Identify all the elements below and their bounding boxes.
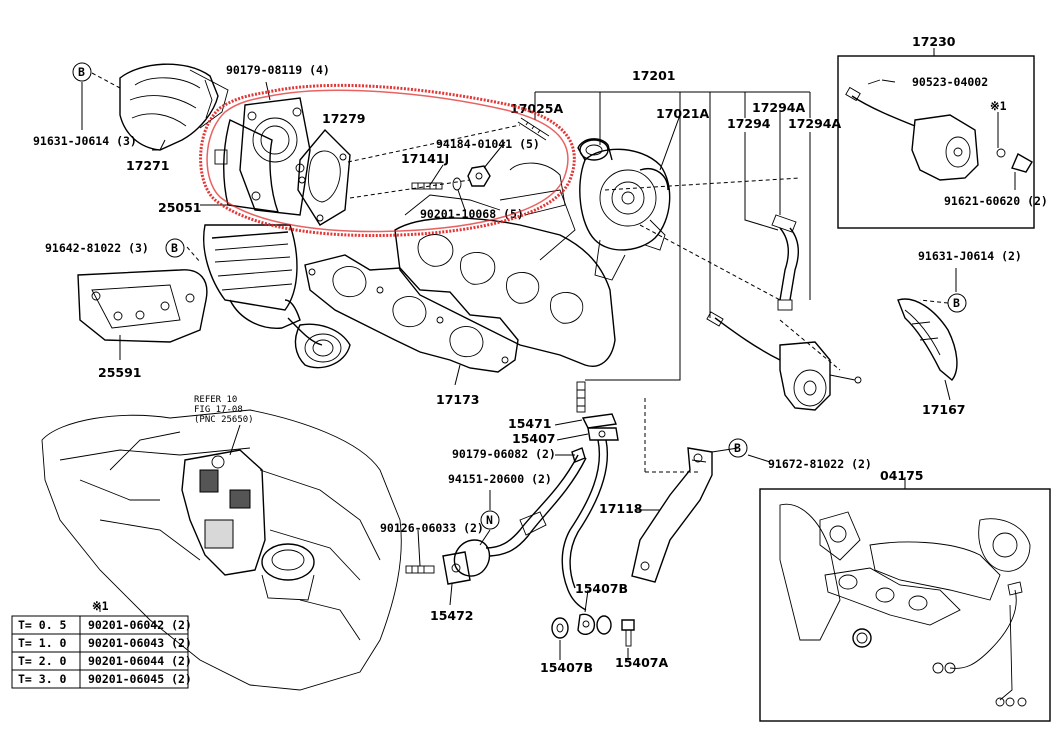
nut-94184	[467, 165, 491, 187]
label-note-1: ※1	[990, 99, 1007, 113]
label-90126-06033: 90126-06033 (2)	[380, 521, 484, 535]
manifold-stay-17118	[631, 447, 713, 583]
label-15472: 15472	[430, 608, 474, 623]
label-refer-3: (PNC 25650)	[194, 415, 254, 425]
svg-text:B: B	[734, 441, 741, 455]
label-25591: 25591	[98, 365, 142, 380]
label-15407b-2: 15407B	[540, 660, 593, 675]
ref-circle-b-3: B	[947, 293, 967, 313]
svg-text:B: B	[78, 65, 85, 79]
catalytic-converter	[203, 224, 351, 369]
shim-row-2-thickness: T= 1. 0	[18, 636, 67, 650]
fittings-15407	[551, 613, 635, 647]
label-17294: 17294	[727, 116, 771, 131]
label-15407: 15407	[512, 431, 556, 446]
label-17271: 17271	[126, 158, 170, 173]
shim-row-2-part: 90201-06043 (2)	[88, 636, 192, 650]
heat-insulator-17167	[897, 298, 958, 381]
label-91631-j0614-2: 91631-J0614 (2)	[918, 249, 1022, 263]
wastegate-actuator	[706, 311, 862, 411]
shim-row-3-thickness: T= 2. 0	[18, 654, 67, 668]
reference-markers: B B B B N	[72, 62, 967, 530]
egr-valve-25650	[181, 449, 315, 601]
label-17167: 17167	[922, 402, 966, 417]
label-94184-01041: 94184-01041 (5)	[436, 137, 540, 151]
shim-row-3-part: 90201-06044 (2)	[88, 654, 192, 668]
label-91631-j0614-3: 91631-J0614 (3)	[33, 134, 137, 148]
label-17230: 17230	[912, 34, 956, 49]
label-17294a-1: 17294A	[752, 100, 805, 115]
gasket-17173	[304, 254, 519, 373]
stud-17141j	[411, 182, 443, 190]
exhaust-manifold	[394, 162, 616, 367]
label-17279: 17279	[322, 111, 366, 126]
stud-17025a	[517, 117, 550, 141]
ref-circle-b-2: B	[165, 238, 185, 258]
label-90179-08119: 90179-08119 (4)	[226, 63, 330, 77]
gasket-17279	[297, 128, 351, 226]
label-90523-04002: 90523-04002	[912, 75, 988, 89]
ref-circle-b-4: B	[728, 438, 748, 458]
svg-text:N: N	[486, 513, 493, 527]
label-15407b-1: 15407B	[575, 581, 628, 596]
label-refer-2: FIG 17-08	[194, 405, 243, 415]
heat-insulator-17271	[119, 63, 229, 151]
label-90201-10068: 90201-10068 (5)	[420, 207, 524, 221]
ref-circle-n: N	[480, 510, 500, 530]
label-90179-06082: 90179-06082 (2)	[452, 447, 556, 461]
label-91621-60620: 91621-60620 (2)	[944, 194, 1048, 208]
red-highlight-ellipse	[199, 83, 576, 237]
svg-text:B: B	[953, 296, 960, 310]
label-17173: 17173	[436, 392, 480, 407]
hose-17294	[771, 214, 799, 311]
label-94151-20600: 94151-20600 (2)	[448, 472, 552, 486]
label-17025a: 17025A	[510, 101, 563, 116]
shim-row-4-part: 90201-06045 (2)	[88, 672, 192, 686]
turbo-outlet-elbow-25051	[214, 97, 311, 216]
label-refer-1: REFER 10	[194, 395, 237, 405]
label-91672-81022: 91672-81022 (2)	[768, 457, 872, 471]
leader-lines	[81, 48, 1016, 660]
label-15471: 15471	[508, 416, 552, 431]
turbocharger-17201	[577, 138, 671, 281]
oil-pipe-assembly	[405, 381, 619, 611]
part-labels: 90179-08119 (4) 91631-J0614 (3) 17271 25…	[33, 34, 1048, 675]
label-91642-81022: 91642-81022 (3)	[45, 241, 149, 255]
label-17201: 17201	[632, 68, 676, 83]
label-04175: 04175	[880, 468, 924, 483]
svg-text:B: B	[171, 241, 178, 255]
shim-row-1-part: 90201-06042 (2)	[88, 618, 192, 632]
label-17021a: 17021A	[656, 106, 709, 121]
engine-block	[41, 409, 402, 691]
label-17118: 17118	[599, 501, 643, 516]
actuator-kit-box-17230	[837, 55, 1035, 229]
shim-row-4-thickness: T= 3. 0	[18, 672, 67, 686]
label-17141j: 17141J	[401, 151, 449, 166]
shim-row-1-thickness: T= 0. 5	[18, 618, 67, 632]
label-15407a: 15407A	[615, 655, 668, 670]
label-17294a-2: 17294A	[788, 116, 841, 131]
washer-90201	[452, 177, 462, 191]
ref-circle-b-1: B	[72, 62, 92, 82]
shim-table: ※1 T= 0. 5 90201-06042 (2) T= 1. 0 90201…	[11, 599, 192, 689]
gasket-kit-box-04175	[759, 488, 1051, 722]
label-25051: 25051	[158, 200, 202, 215]
shim-table-title: ※1	[92, 599, 109, 613]
bracket-25591	[77, 269, 208, 343]
